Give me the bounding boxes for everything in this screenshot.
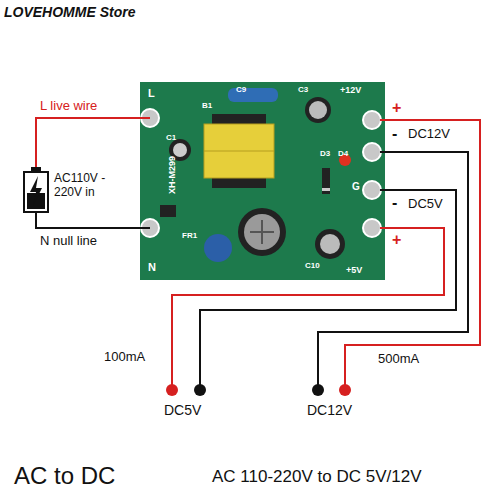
silkscreen-label: C10 [305, 262, 320, 270]
silkscreen-label: C9 [236, 86, 246, 94]
capacitor-vent [250, 220, 274, 244]
silkscreen-label: XH-M299 [168, 156, 177, 194]
capacitor-top [309, 101, 327, 119]
wire-end [339, 384, 351, 396]
capacitor [238, 208, 286, 256]
caption: AC 110-220V to DC 5V/12V [212, 467, 421, 487]
wire-end [312, 384, 324, 396]
silkscreen-label: D4 [338, 150, 348, 158]
null-wire [36, 212, 150, 228]
current-rating: 100mA [104, 350, 145, 365]
silkscreen-label: D3 [320, 150, 330, 158]
screw-terminal [363, 111, 381, 129]
output-voltage: DC5V [164, 402, 201, 418]
output-voltage: DC12V [408, 127, 450, 142]
live-wire [36, 118, 150, 172]
transformer [204, 124, 274, 178]
polarity-sign: - [392, 194, 397, 212]
output-voltage: DC5V [408, 197, 443, 212]
lightning-symbol [30, 176, 42, 206]
silkscreen-label: +12V [340, 86, 361, 95]
silkscreen-label: L [148, 88, 155, 99]
polarity-sign: + [392, 99, 401, 117]
film-capacitor [228, 88, 278, 102]
wire-name: N null line [40, 234, 97, 249]
current-rating: 500mA [378, 352, 419, 367]
capacitor-top [173, 143, 187, 157]
capacitor-top [244, 214, 280, 250]
polarity-sign: - [392, 125, 397, 143]
screw-terminal [363, 219, 381, 237]
wire-name: L live wire [40, 99, 97, 114]
silkscreen-label: C3 [298, 86, 308, 94]
silkscreen-label: +5V [346, 266, 362, 275]
transformer-line [204, 151, 274, 152]
diode [322, 168, 330, 194]
y-capacitor [204, 234, 232, 262]
diode-band [322, 188, 330, 191]
capacitor [305, 97, 331, 123]
source-terminal [31, 167, 41, 172]
title: AC to DC [14, 462, 115, 490]
wire-end [194, 384, 206, 396]
chip [160, 205, 176, 217]
watermark: LOVEHOMME Store [4, 4, 135, 20]
silkscreen-label: N [148, 262, 156, 273]
source-symbol [24, 172, 48, 212]
screw-terminal [363, 143, 381, 161]
screw-terminal [363, 181, 381, 199]
silkscreen-label: G [352, 182, 360, 192]
polarity-sign: + [392, 231, 401, 249]
silkscreen-label: B1 [202, 102, 212, 110]
input-voltage: AC110V - 220V in [54, 172, 126, 200]
silkscreen-label: C1 [166, 134, 176, 142]
capacitor-top [320, 234, 340, 254]
wire-end [166, 384, 178, 396]
silkscreen-label: FR1 [182, 232, 197, 240]
output-voltage: DC12V [307, 402, 352, 418]
capacitor [315, 229, 345, 259]
